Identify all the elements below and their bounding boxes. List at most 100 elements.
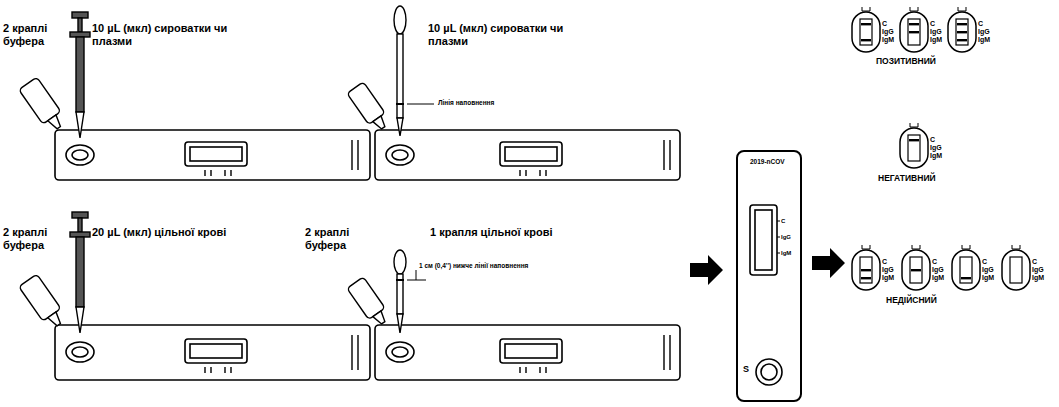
test-strip — [55, 130, 370, 180]
test-line — [861, 269, 871, 271]
sample-well — [386, 145, 414, 165]
strip-mark — [520, 170, 546, 176]
instruction-text: 2 краплі буфера — [3, 226, 65, 251]
bracket-mark — [862, 245, 870, 249]
result-window — [860, 257, 872, 283]
result-window — [500, 142, 562, 166]
result-window — [185, 339, 247, 363]
line-label: IgG — [978, 28, 990, 36]
flow-arrow — [812, 248, 845, 278]
strip-mark — [205, 367, 231, 373]
line-label: IgM — [932, 274, 944, 282]
test-line — [957, 23, 967, 25]
leader-line — [407, 270, 426, 280]
sample-well — [392, 150, 408, 160]
test-strip — [375, 325, 680, 380]
result-window — [750, 205, 777, 275]
line-label: IgG — [1032, 266, 1044, 274]
line-label: C — [930, 20, 935, 28]
bracket-mark — [862, 7, 870, 11]
line-label: C — [781, 218, 785, 225]
line-label: IgM — [982, 274, 994, 282]
result-icon — [902, 250, 930, 290]
line-label: IgG — [882, 266, 894, 274]
sample-well — [386, 342, 414, 362]
result-window — [956, 19, 968, 45]
instruction-text: 20 µL (мкл) цільної крові — [92, 226, 232, 239]
line-label: C — [932, 258, 937, 266]
pipette — [70, 212, 90, 333]
result-window — [505, 344, 557, 358]
result-icon — [948, 12, 976, 52]
line-label: IgG — [781, 234, 791, 241]
sample-well — [72, 347, 88, 357]
line-label: IgG — [930, 28, 942, 36]
result-icon — [852, 12, 880, 52]
line-label: S — [743, 364, 749, 374]
line-label: IgG — [930, 144, 942, 152]
result-window — [860, 19, 872, 45]
result-window — [755, 210, 772, 270]
line-label: C — [882, 258, 887, 266]
instruction-text: 2 краплі буфера — [305, 226, 367, 251]
result-window — [1010, 257, 1022, 283]
buffer-bottle — [347, 277, 391, 329]
pipette — [70, 12, 90, 138]
instruction-text: 10 µL (мкл) сироватки чи плазми — [428, 22, 578, 47]
instruction-text: 1 крапля цільної крові — [430, 226, 630, 239]
strip-mark — [205, 170, 231, 176]
result-heading: НЕГАТИВНИЙ — [878, 174, 936, 184]
line-label: C — [882, 20, 887, 28]
bracket-mark — [912, 245, 920, 249]
leader-line — [407, 104, 434, 105]
result-icon — [952, 250, 980, 290]
bracket-mark — [958, 7, 966, 11]
test-line — [957, 31, 967, 33]
test-cassette: 2019-nCOVCIgGIgMS — [736, 150, 802, 402]
line-label: IgM — [781, 250, 791, 257]
bracket-mark — [910, 7, 918, 11]
sample-well — [66, 145, 94, 165]
test-line — [861, 39, 871, 41]
test-line — [909, 139, 919, 141]
line-label: IgM — [882, 36, 894, 44]
line-label: C — [1032, 258, 1037, 266]
line-label: C — [930, 136, 935, 144]
strip-mark — [520, 367, 546, 373]
dropper — [394, 6, 406, 136]
test-line — [961, 277, 971, 279]
bracket-mark — [962, 245, 970, 249]
line-label: IgG — [982, 266, 994, 274]
sample-well — [761, 364, 777, 380]
result-window — [190, 147, 242, 161]
test-strip — [55, 325, 370, 380]
result-window — [185, 142, 247, 166]
line-label: C — [982, 258, 987, 266]
test-line — [861, 277, 871, 279]
result-heading: ПОЗИТИВНИЙ — [876, 57, 936, 67]
test-line — [909, 23, 919, 25]
result-window — [505, 147, 557, 161]
result-icon — [852, 250, 880, 290]
flow-arrow — [690, 255, 723, 285]
result-window — [908, 135, 920, 161]
tick-mark — [777, 221, 780, 253]
bracket-mark — [910, 123, 918, 127]
dropper — [394, 250, 406, 333]
sample-well — [72, 150, 88, 160]
strip-mark — [352, 140, 670, 370]
line-label: IgM — [978, 36, 990, 44]
buffer-bottle — [347, 82, 391, 134]
sample-well — [756, 359, 782, 385]
result-window — [190, 344, 242, 358]
note-text: Лінія наповнення — [438, 99, 494, 106]
note-text: 1 см (0,4'') нижче лінії наповнення — [419, 262, 528, 269]
result-window — [960, 257, 972, 283]
result-window — [908, 19, 920, 45]
line-label: IgM — [882, 274, 894, 282]
test-line — [909, 31, 919, 33]
result-icon — [900, 12, 928, 52]
test-line — [957, 39, 967, 41]
sample-well — [392, 347, 408, 357]
line-label: IgM — [930, 36, 942, 44]
